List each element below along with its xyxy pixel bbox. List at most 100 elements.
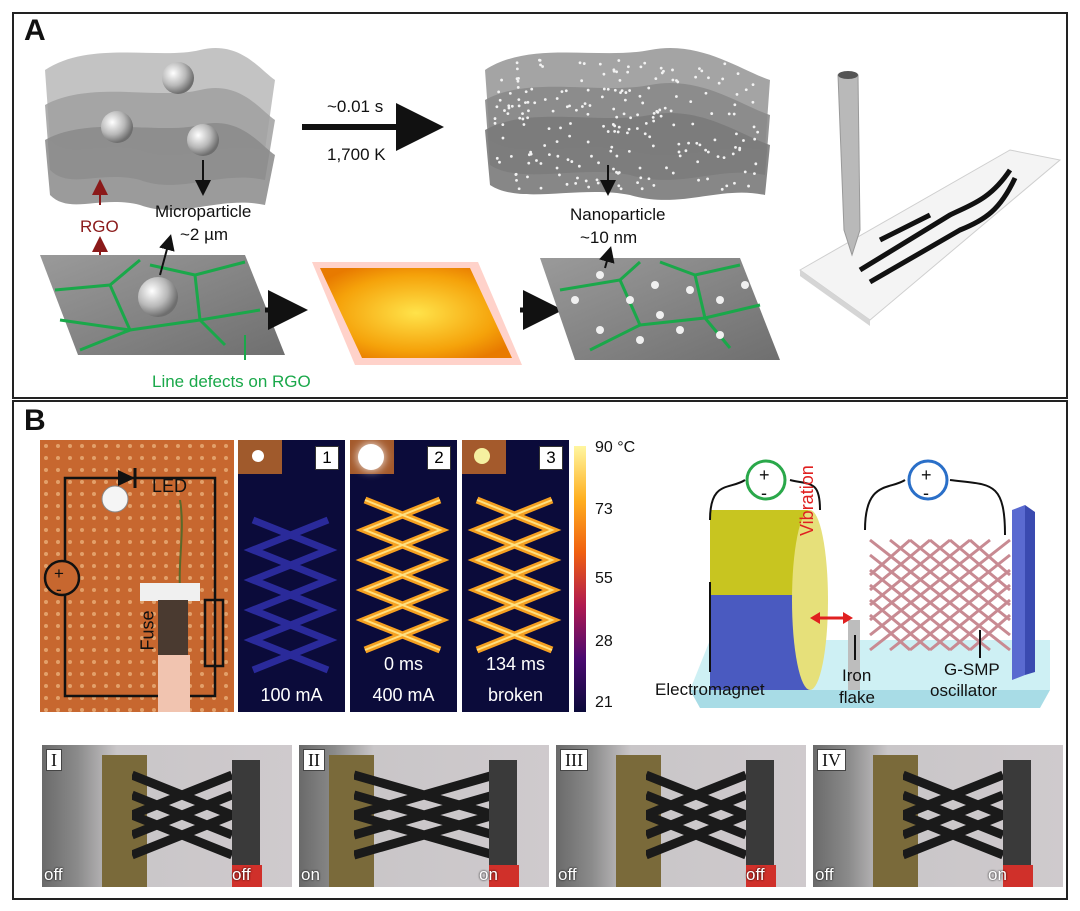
nanoparticle-dot	[495, 156, 499, 160]
panel-a-graphics	[40, 47, 1062, 365]
iron-flake-label-2: flake	[839, 688, 875, 707]
nanoparticle-dot	[556, 154, 560, 158]
nanoparticle-dot	[663, 106, 667, 110]
nanoparticle-dot	[609, 149, 613, 153]
nanoparticle-label: Nanoparticle	[570, 205, 666, 224]
nanoparticle-dot	[694, 75, 698, 79]
nanoparticle-dot	[533, 101, 537, 105]
photo-frame-3: III off off	[556, 745, 806, 887]
thermal-frame-2-current: 400 mA	[372, 685, 435, 705]
nanoparticle-dot	[671, 171, 675, 175]
nanoparticle-dot	[636, 113, 639, 117]
rgo-sheet-defects	[40, 255, 285, 355]
nanoparticle-dot	[508, 91, 512, 95]
arrow-temp-label: 1,700 K	[327, 145, 386, 164]
thermal-frame-3: 3 134 ms broken	[462, 440, 569, 712]
nanoparticle-dot	[654, 77, 658, 81]
thermal-frame-3-number: 3	[539, 446, 563, 470]
nanoparticle-dot	[754, 162, 758, 166]
frame-4-left-state: off	[815, 865, 834, 884]
nanoparticle-dot	[677, 142, 681, 146]
nanoparticle-dot	[613, 88, 617, 92]
nanoparticle-dot	[565, 105, 569, 109]
nanoparticle-dot	[498, 98, 502, 102]
vibration-label: Vibration	[797, 465, 817, 536]
nanoparticle-dot	[651, 115, 655, 119]
nanoparticle-dot	[744, 88, 748, 92]
nanoparticle-dot	[509, 155, 513, 158]
nanoparticle-dot	[627, 149, 631, 153]
nanoparticle-dot	[602, 72, 606, 76]
nanoparticle-dot	[530, 87, 534, 91]
nanoparticle-dot	[707, 76, 710, 80]
gsmp-label-1: G-SMP	[944, 660, 1000, 679]
nanoparticle-dot	[503, 109, 506, 112]
nanoparticle-dot	[706, 177, 709, 181]
nanoparticle-dot	[627, 127, 631, 131]
nanoparticle-dot	[526, 100, 530, 104]
nanoparticle-dot	[720, 187, 724, 191]
gsmp-label-2: oscillator	[930, 681, 998, 700]
microparticle-size: ~2 µm	[180, 225, 229, 244]
nanoparticle-dot	[547, 153, 551, 157]
nanoparticle-dot	[644, 121, 648, 125]
nanoparticle-dot	[640, 187, 644, 191]
frame-4-right-state: on	[988, 865, 1007, 884]
nanoparticle-dot	[741, 281, 749, 289]
nanoparticle-dot	[576, 176, 579, 180]
nanoparticle-dot	[558, 173, 561, 177]
nanoparticle-dot	[619, 187, 623, 191]
nanoparticle-dot	[733, 181, 736, 185]
nanoparticle-dot	[700, 69, 704, 73]
nanoparticle-dot	[521, 117, 525, 121]
nanoparticle-dot	[617, 125, 621, 129]
nanoparticle-dot	[539, 186, 543, 190]
nanoparticle-dot	[596, 326, 604, 334]
nanoparticle-dot	[612, 107, 616, 111]
nanoparticle-dot	[535, 159, 538, 162]
nanoparticle-dot	[584, 179, 588, 183]
nanoparticle-dot	[498, 160, 501, 164]
nanoparticle-dot	[665, 166, 668, 170]
nanoparticle-dot	[539, 162, 543, 165]
nanoparticle-dot	[648, 135, 652, 139]
nanoparticle-dot	[541, 65, 544, 68]
nanoparticle-dot	[493, 117, 497, 120]
nanoparticle-dot	[706, 150, 710, 154]
nanoparticle-dot	[716, 155, 720, 159]
colorbar-tick-55: 55	[595, 570, 613, 587]
nanoparticle-dot	[669, 109, 673, 113]
nanoparticle-dot	[615, 170, 618, 174]
nanoparticle-dot	[696, 160, 700, 164]
nanoparticle-dot	[743, 170, 747, 174]
nanoparticle-dot	[615, 115, 619, 119]
nanoparticle-dot	[559, 126, 562, 130]
electromagnet-label: Electromagnet	[655, 680, 765, 699]
microparticle-sphere	[101, 111, 133, 143]
circuit-board-photo: + - LED Fuse	[40, 440, 234, 712]
colorbar-tick-73: 73	[595, 501, 613, 518]
nanoparticle-dot	[753, 137, 757, 141]
nanoparticle-dot	[514, 173, 518, 176]
nanoparticle-dot	[515, 179, 518, 182]
panel-b-label: B	[24, 404, 46, 437]
nanoparticle-dot	[595, 178, 599, 182]
frame-2-label: II	[303, 749, 325, 771]
nanoparticle-dot	[733, 103, 737, 107]
nanoparticle-dot	[704, 91, 708, 95]
nanoparticle-dot	[517, 187, 521, 191]
nanoparticle-dot	[501, 136, 505, 140]
thermal-frame-2: 2 0 ms 400 mA	[350, 440, 457, 712]
nanoparticle-dot	[602, 87, 606, 91]
frame-1-right-state: off	[232, 865, 251, 884]
iron-flake-label-1: Iron	[842, 666, 872, 685]
nanoparticle-dot	[516, 79, 520, 83]
nanoparticle-dot	[507, 104, 511, 108]
nanoparticle-dot	[624, 91, 628, 94]
nanoparticle-dot	[620, 89, 624, 93]
nanoparticle-dot	[723, 62, 727, 66]
nanoparticle-dot	[626, 131, 629, 135]
nanoparticle-dot	[651, 144, 655, 148]
frame-1-left-state: off	[44, 865, 63, 884]
nanoparticle-dot	[580, 105, 584, 108]
